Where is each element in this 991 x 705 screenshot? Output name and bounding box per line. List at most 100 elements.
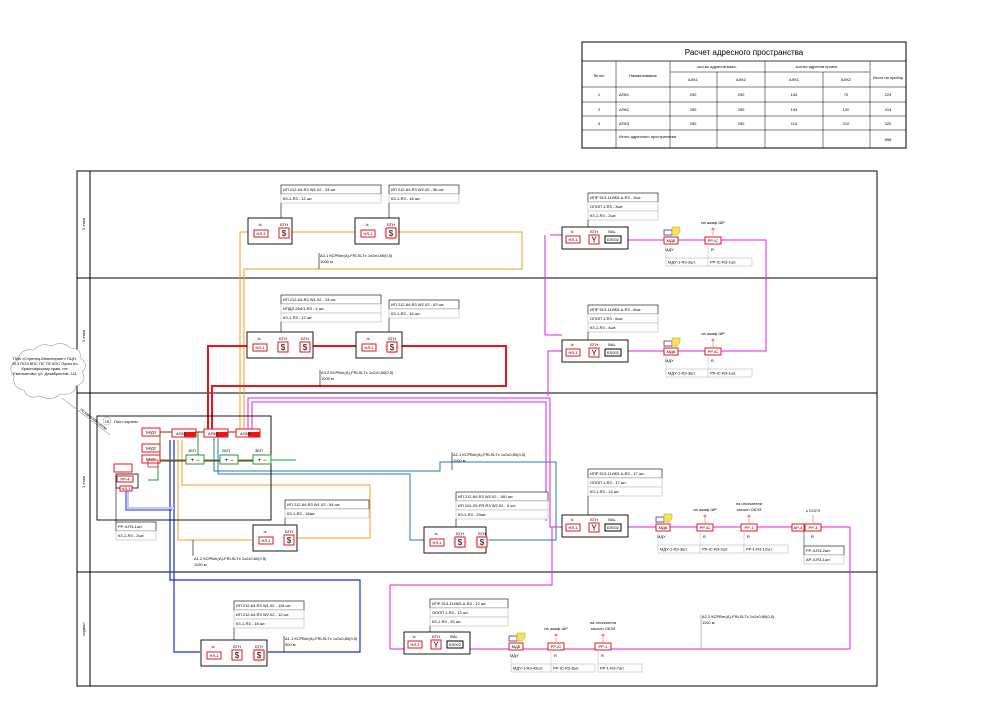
node-a12-1-detector xyxy=(283,534,295,546)
floor-label-2: 2 этаж xyxy=(81,330,86,342)
mcp-node-f2-mcp xyxy=(588,347,600,358)
node-a31-2-detector xyxy=(385,227,397,239)
relay-rrc-basement xyxy=(547,642,565,651)
mcp-node-f2-balbox xyxy=(604,348,622,357)
row-max2: 250 xyxy=(738,107,745,112)
mcp-node-f3-is: Iз xyxy=(571,229,574,234)
node-a31-2-is-label: Iз xyxy=(366,222,369,227)
spec-mcp-basement-row xyxy=(429,616,509,627)
node-a31-2-btn-label: БТН xyxy=(387,222,395,227)
row-proj1: 154 xyxy=(791,92,798,97)
spec-mcp-basement-text: ИПР 513-11ИКЗ-А-R3 - 12 шт. xyxy=(432,601,487,606)
mcp-node-f2-nl1 xyxy=(565,348,581,357)
node-a31-1-nl1-label: НЛ-1 xyxy=(256,231,266,236)
row-name: АПК2 xyxy=(619,107,630,112)
node-a11-1-nl1 xyxy=(206,651,222,660)
cable-a12-len: 1100 м xyxy=(194,562,207,567)
node-a32-1-detector-glyph: $ xyxy=(303,343,308,352)
node-a11-1-detector-glyph: $ xyxy=(235,651,240,660)
node-a21-1-detector-glyph: $ xyxy=(480,538,485,547)
wire-a21b xyxy=(217,438,424,541)
spec-a11-1-text: КЗ-1-R3 - 18 шт. xyxy=(236,621,266,626)
node-a32-1-btn-label: БТН xyxy=(279,336,287,341)
mdu-f2-icon xyxy=(663,340,673,347)
spec-rr4-f1-row xyxy=(803,554,845,565)
row-total: 320 xyxy=(885,121,892,126)
psu-label-2: 2БП xyxy=(222,448,230,453)
apk-panel-indicator xyxy=(248,432,260,437)
relay-rr1-f1-spec-box xyxy=(743,544,789,554)
mdu-f1-icon xyxy=(655,516,665,523)
node-a32-1-detector xyxy=(299,341,311,353)
node-a31-2-nl1 xyxy=(360,229,376,238)
mdu-basement-box-label: МДБ xyxy=(512,644,521,649)
mdu-basement-label: МДУ xyxy=(510,653,519,658)
relay-rr4-f1-label: РР-4 xyxy=(809,525,819,530)
spec-a32-2-text: ИП 212-64-R3 W2.02 - 62 шт. xyxy=(391,302,444,307)
relay-rrc-f1-label: РР-IС xyxy=(700,525,711,530)
node-a21-1-btn-label: БТН xyxy=(478,531,486,536)
floor-label-basement: подвал xyxy=(81,622,86,636)
node-a11-1-detector xyxy=(231,649,243,661)
spec-mcp-f2-text: ОПОП 1-R3 - 6шт. xyxy=(590,316,623,321)
cable-a12-label: А1.2 КСРВнг(А)-FRLSLTx 1х2х0,80(0,5) xyxy=(194,556,267,561)
relay-rr1-f1-target2: заслон ОКЭЗ xyxy=(737,507,762,512)
mdu-f3-siren-icon xyxy=(671,226,681,236)
spec-a31-2-row xyxy=(388,193,460,204)
floor-frame: 3 этаж 2 этаж 1 этаж подвал xyxy=(76,170,878,687)
mcp-node-f1-balbox-label: БЛ002 xyxy=(607,525,620,530)
spec-mcp-f3-row xyxy=(587,210,659,221)
node-a12-1-nl1-label: НЛ-1 xyxy=(261,538,271,543)
mdu-f2-spec: МДУ-1-R3-3шт. xyxy=(668,371,696,376)
spec-a31-1-row xyxy=(280,193,382,204)
spec-mcp-f2-row xyxy=(587,322,659,333)
node-a31-1-is-label: Iз xyxy=(259,222,262,227)
spec-a11-1-text: ИП 212-64-R3 W2.02 - 12 шт. xyxy=(236,612,289,617)
node-a21-1-btn-label: БТН xyxy=(456,531,464,536)
relay-rr1-f1 xyxy=(740,523,758,532)
spec-a31-2-text: ИП 212-64-R3 W2.02 - 56 шт. xyxy=(391,187,444,192)
row-num: 3 xyxy=(598,121,601,126)
mdu-f1-label: МДУ xyxy=(657,534,666,539)
relay-rrc-basement-arrowhead-icon xyxy=(554,633,558,636)
wire-blue-rr4 xyxy=(125,487,172,511)
wire-magenta-a xyxy=(247,397,562,528)
spec-a11-1-text: ИП 212-64-R3 W1.02 - 118 шт. xyxy=(236,603,291,608)
spec-a31-1-text: КЗ-1-R3 - 12 шт. xyxy=(283,196,313,201)
row-max1: 250 xyxy=(690,107,697,112)
node-a11-1-btn-label: БТН xyxy=(255,644,263,649)
mcp-node-basement-mcp-glyph: Y xyxy=(433,641,439,650)
node-a31-1-nl1 xyxy=(253,229,269,238)
post-spec-text: КЗ-1-R3 - 2шт. xyxy=(118,533,144,538)
cable-a21-label: А2.1 КСРВнг(А)-FRLSLTx 1х2х0,80(0,5) xyxy=(453,452,526,457)
spec-mcp-f1-text: ИПР 513-11ИКЗ-А-R3 - 17 шт. xyxy=(590,471,645,476)
mcp-node-f3-balbox-label: БЛ002 xyxy=(607,237,620,242)
mcp-node-f2-nl1-label: НЛ-1 xyxy=(568,350,578,355)
mcp-node-f1-mcp-glyph: Y xyxy=(591,524,597,533)
mcp-node-f2-is: Iз xyxy=(571,342,574,347)
spec-mcp-f3-text: КЗ-1-R3 - 2шт. xyxy=(590,213,616,218)
cable-a22-len: 1100 м xyxy=(702,620,715,625)
bkd-1 xyxy=(141,427,161,437)
mdu-f2-box-label: МДБ xyxy=(667,349,676,354)
mcp-node-f1-is: Iз xyxy=(571,517,574,522)
node-a32-2-detector-glyph: $ xyxy=(390,343,395,352)
ar4-f1-label: АР-4 xyxy=(794,525,804,530)
node-a32-1-nl1-label: НЛ-1 xyxy=(255,345,265,350)
node-a12-1-detector-glyph: $ xyxy=(287,536,292,545)
spec-rr4-f1-text: РР-4-R3-2шт. xyxy=(806,548,831,553)
spec-a12-1-text: ИП 212-64-R3 W1.02 - 54 шт. xyxy=(287,502,340,507)
relay-rr1-basement-target2: заслон ОКЭЗ xyxy=(591,626,616,631)
relay-rr1-f1-r: R xyxy=(747,534,750,539)
spec-a21-1-text: ИП 212-64-R3 W2.02 - 160 шт. xyxy=(458,494,513,499)
mcp-node-f3-balbox xyxy=(604,235,622,244)
relay-rrc-f1-spec: РР-IС-R3-2шт. xyxy=(702,547,728,552)
mdu-f2-siren-icon xyxy=(671,337,681,347)
node-a32-2-nl1 xyxy=(361,343,377,352)
mdu-basement-icon xyxy=(508,635,518,642)
sub-alk2: АЛК2 xyxy=(736,77,747,82)
spec-a32-1-text: ИПДЛ-264/1-R3 - 4 шт. xyxy=(283,306,324,311)
node-a32-1-nl1 xyxy=(252,343,268,352)
mcp-node-basement-nl1-label: НЛ-1 xyxy=(410,642,420,647)
relay-rrc-f3-r: R xyxy=(711,247,714,252)
